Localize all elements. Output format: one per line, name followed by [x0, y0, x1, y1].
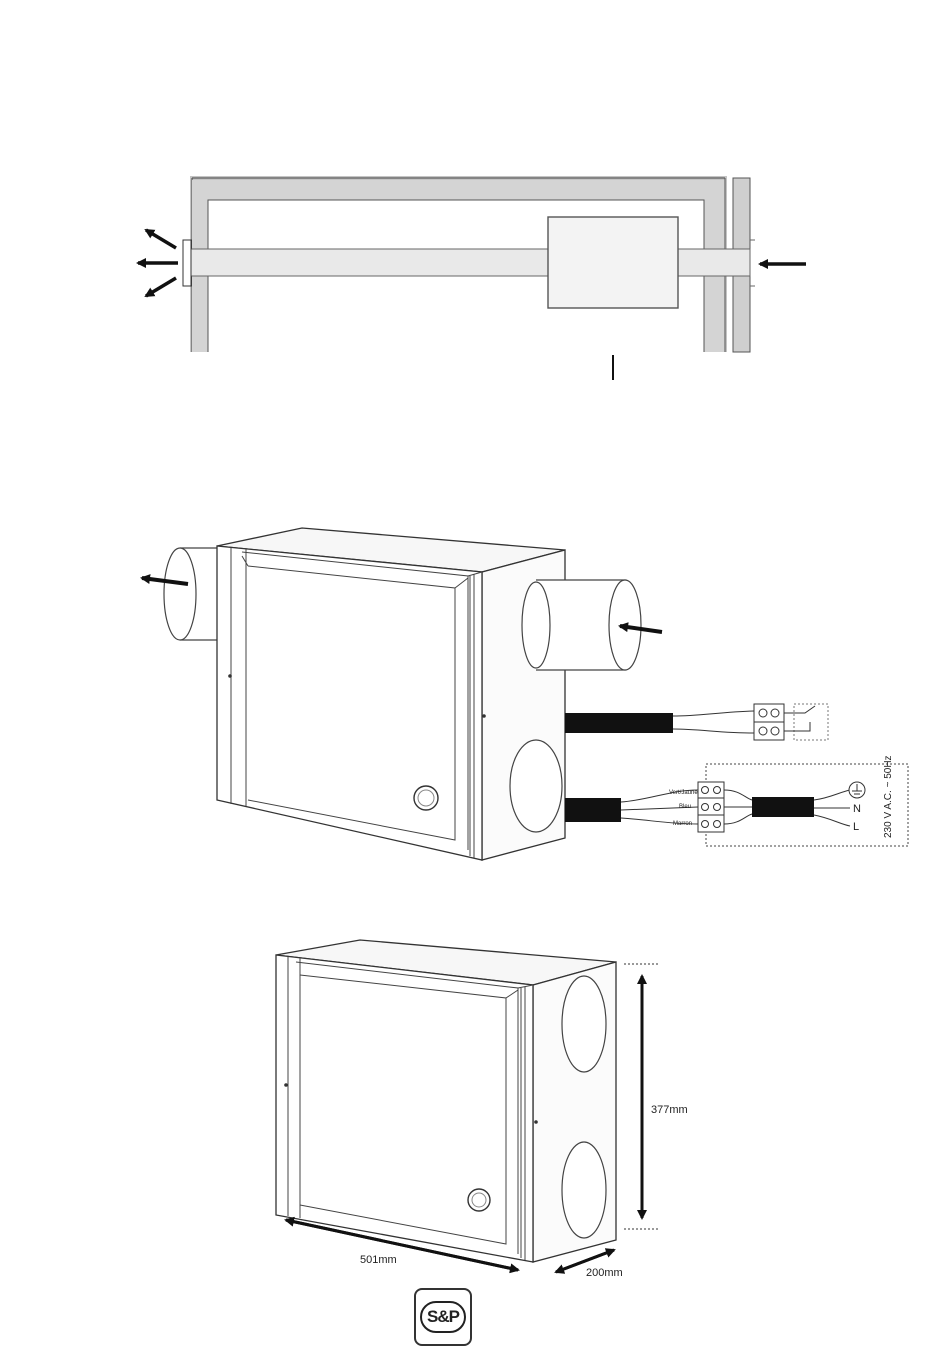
switch-terminal: [754, 704, 784, 740]
power-cable: [565, 798, 621, 822]
earth-icon: [849, 782, 865, 798]
wiring-diagram: Vert/Jaune Bleu Marron N L 230 V A.C. ~ …: [142, 528, 908, 860]
width-label: 501mm: [360, 1254, 397, 1266]
air-out-arrow-up: [146, 230, 176, 248]
lower-side-opening: [562, 1142, 606, 1238]
front-knob: [468, 1189, 490, 1211]
live-label: L: [853, 821, 859, 833]
mains-terminal: [698, 782, 724, 832]
installation-diagram: [138, 178, 806, 380]
neutral-label: N: [853, 803, 861, 815]
logo-text: S&P: [420, 1301, 466, 1333]
supply-label: 230 V A.C. ~ 50Hz: [883, 755, 894, 838]
fan-unit-box: [548, 217, 678, 308]
wire-label-earth: Vert/Jaune: [669, 790, 698, 796]
height-label: 377mm: [651, 1104, 688, 1116]
air-out-arrow-down: [146, 278, 176, 296]
upper-side-opening: [562, 976, 606, 1072]
dimensions-diagram: 377mm 501mm 200mm: [276, 940, 688, 1279]
wire-label-live: Marron: [673, 821, 692, 827]
control-cable: [565, 713, 673, 733]
lower-opening: [510, 740, 562, 832]
depth-label: 200mm: [586, 1267, 623, 1279]
wire-label-neutral: Bleu: [679, 804, 691, 810]
brand-logo: S&P: [414, 1288, 472, 1346]
unit-housing-wiring: [217, 528, 565, 860]
mains-cable: [752, 797, 814, 817]
